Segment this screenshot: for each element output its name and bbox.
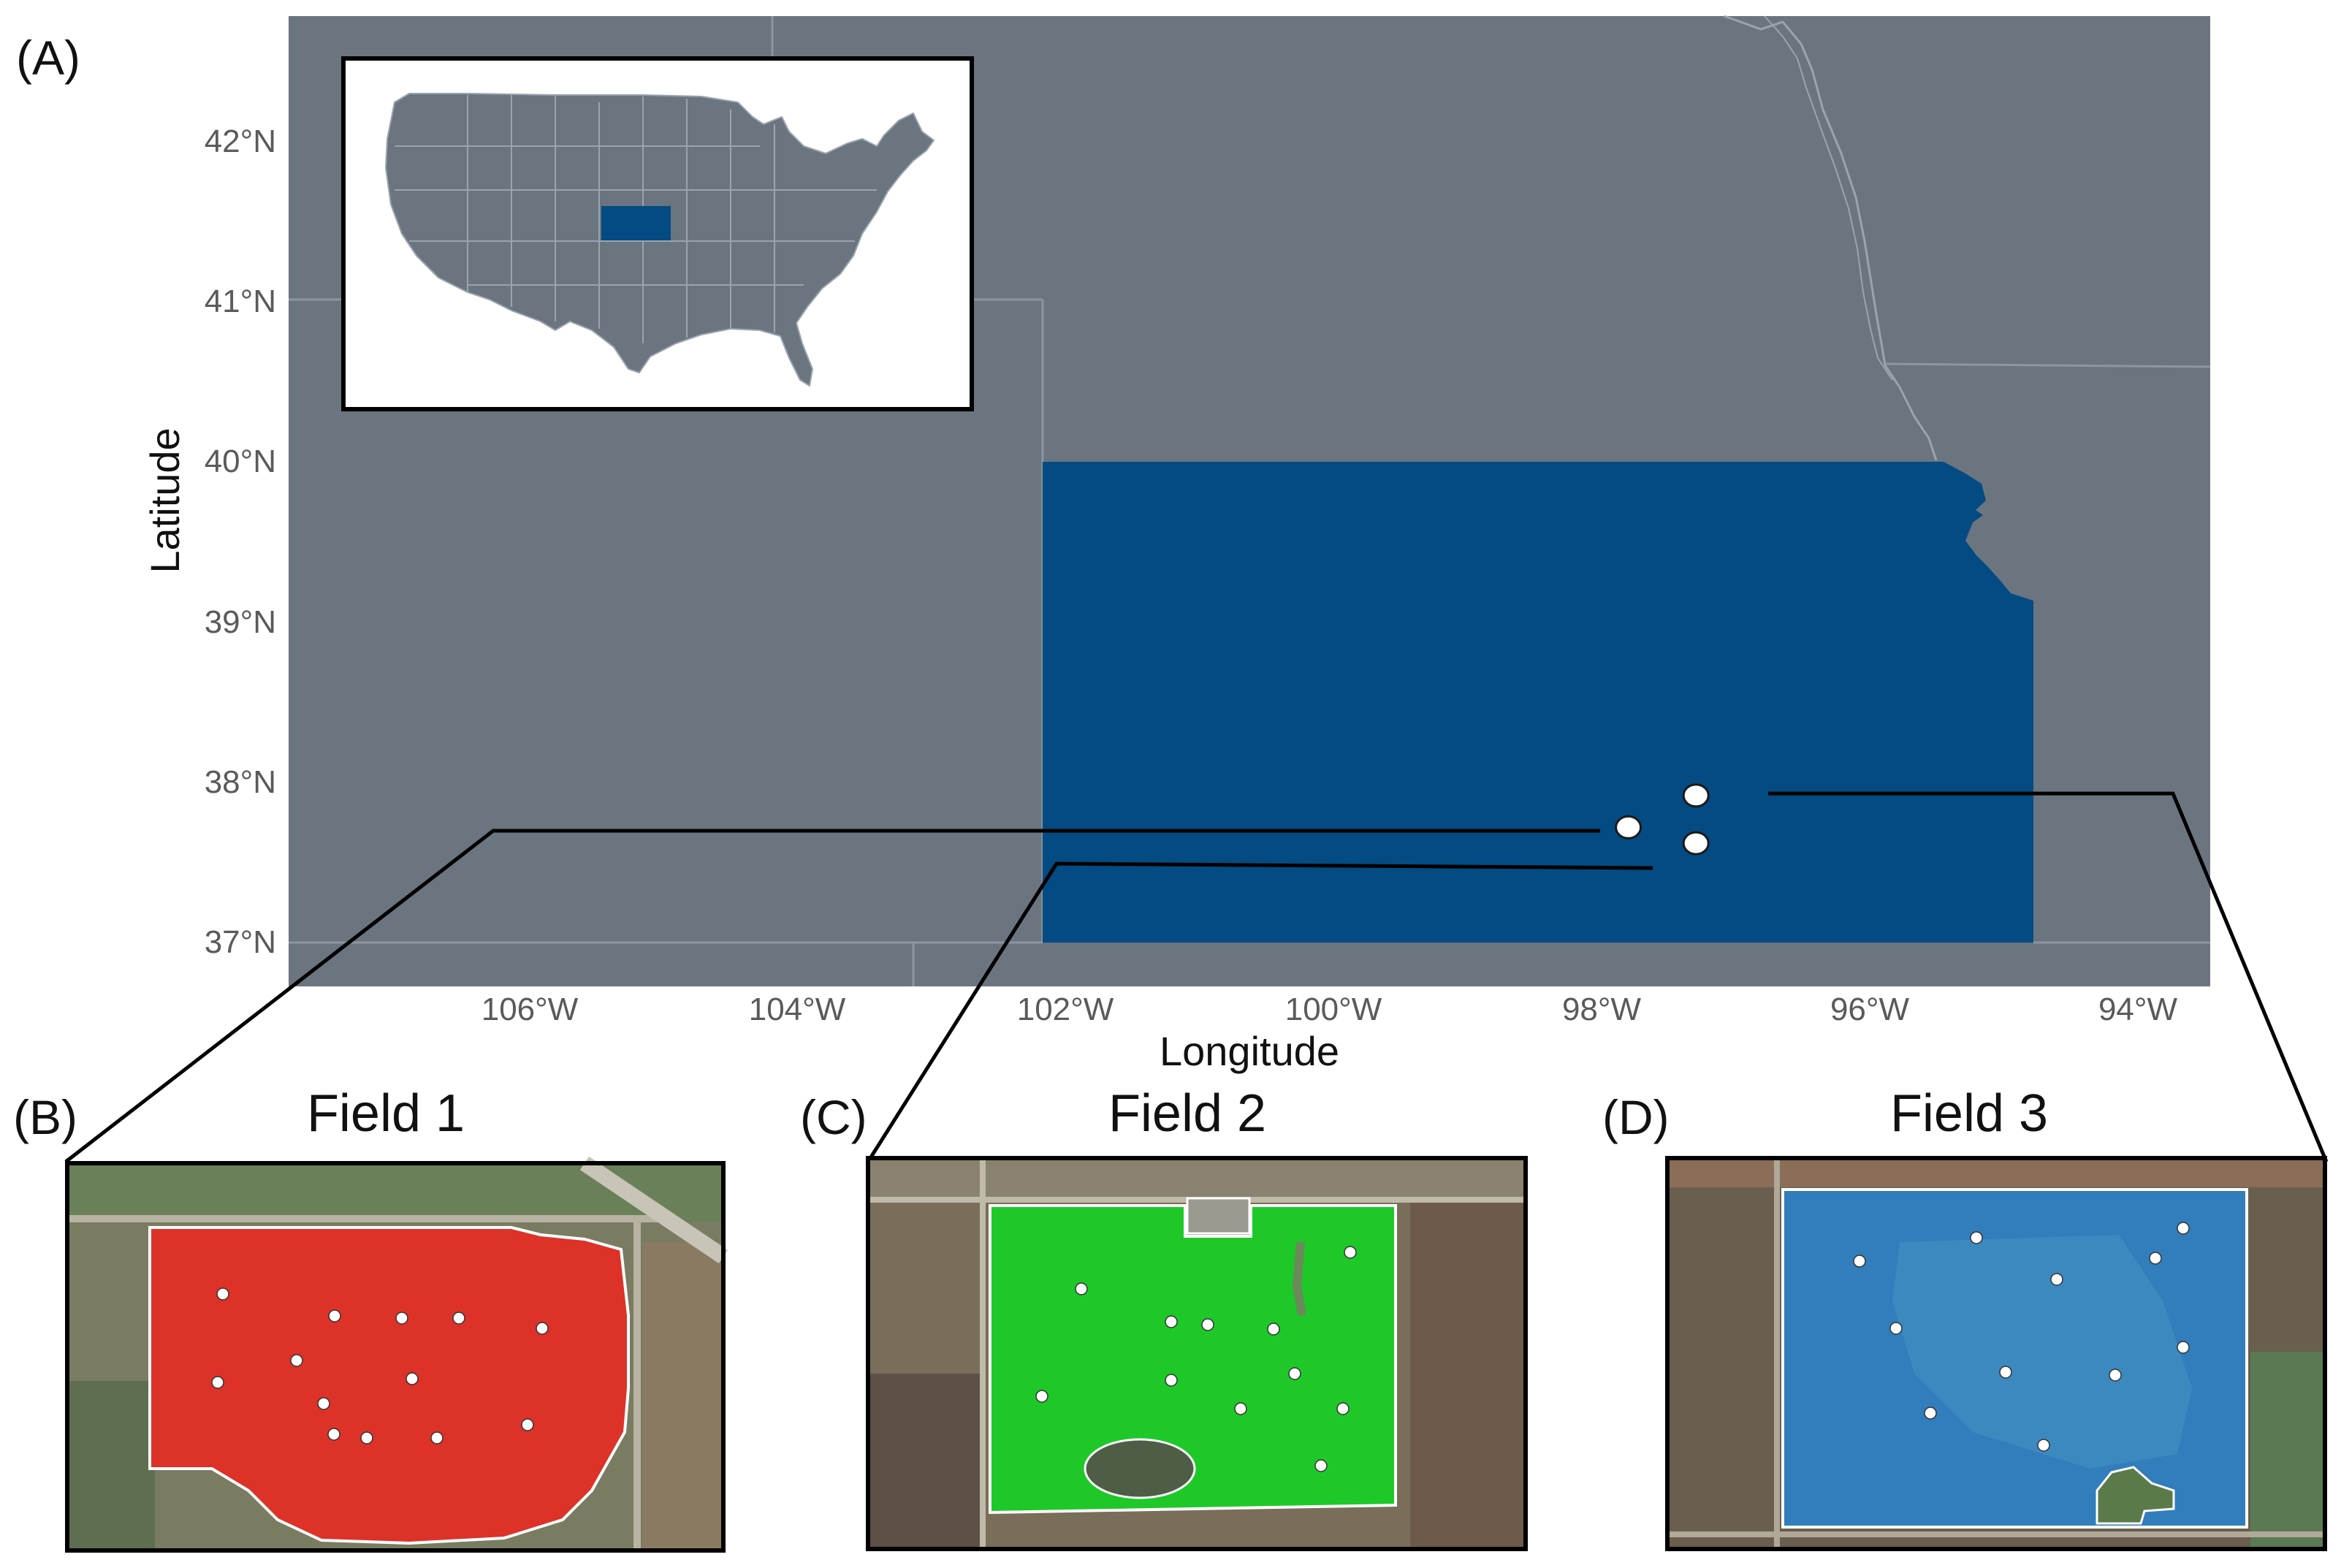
field3-panel: (D) Field 3 <box>1602 1084 2327 1551</box>
field1-boundary <box>148 1226 630 1545</box>
panel-label-c: (C) <box>800 1090 867 1144</box>
sample-point <box>1075 1282 1088 1295</box>
site-marker <box>1682 783 1710 808</box>
sample-point <box>395 1312 408 1325</box>
leader-line-field2 <box>866 861 1653 1163</box>
sample-point <box>1201 1318 1214 1331</box>
field1-highway <box>579 1156 728 1264</box>
field2-sample-points <box>1035 1246 1357 1472</box>
sample-point <box>521 1418 534 1431</box>
field3-farmstead <box>2096 1466 2175 1525</box>
sample-point <box>1999 1366 2012 1379</box>
field3-title: Field 3 <box>1890 1084 2048 1143</box>
sample-point <box>2037 1439 2050 1452</box>
inset-us-map <box>341 56 974 411</box>
field3-terrain <box>1667 1158 2325 1187</box>
lon-tick-label: 102°W <box>1017 992 1114 1027</box>
site-marker <box>1615 815 1642 840</box>
x-axis-title: Longitude <box>1160 1028 1339 1074</box>
sample-point <box>1970 1231 1983 1244</box>
sample-point <box>536 1322 549 1335</box>
sample-point <box>406 1372 419 1385</box>
missouri-river <box>1724 15 1938 461</box>
lon-tick-label: 100°W <box>1285 992 1382 1027</box>
site-marker <box>1682 831 1710 856</box>
field1-terrain <box>643 1242 723 1550</box>
leader-lines <box>64 791 2329 1163</box>
lat-tick-label: 37°N <box>205 924 276 960</box>
sample-point <box>1889 1322 1903 1335</box>
sample-point <box>328 1309 341 1322</box>
panel-label-b: (B) <box>13 1090 77 1144</box>
field2-title: Field 2 <box>1108 1084 1266 1143</box>
sample-point <box>1853 1255 1866 1268</box>
sample-point <box>360 1431 373 1445</box>
sample-point <box>2149 1252 2162 1265</box>
lat-tick-label: 42°N <box>205 123 276 159</box>
sample-point <box>1165 1315 1178 1328</box>
panel-label-d: (D) <box>1602 1090 1670 1144</box>
field3-terrain <box>2250 1352 2325 1549</box>
field2-pond <box>1084 1438 1196 1499</box>
field1-sample-points <box>211 1287 549 1445</box>
inset-state-borders <box>395 95 877 343</box>
field2-farmstead <box>1186 1197 1251 1235</box>
field2-terrain <box>868 1158 1526 1202</box>
field3-soil-pattern <box>1892 1235 2192 1469</box>
latitude-ticks: 42°N 41°N 40°N 39°N 38°N 37°N <box>205 123 276 960</box>
field1-title: Field 1 <box>307 1084 465 1143</box>
sample-point <box>1267 1322 1280 1336</box>
lat-tick-label: 41°N <box>205 283 276 319</box>
longitude-ticks: 106°W 104°W 102°W 100°W 98°W 96°W 94°W <box>481 992 2178 1027</box>
lat-tick-label: 40°N <box>205 444 276 479</box>
y-axis-title: Latitude <box>142 427 188 573</box>
site-markers <box>1615 783 1710 856</box>
sample-point <box>452 1312 465 1325</box>
sample-point <box>1344 1246 1357 1259</box>
river-bank <box>1764 15 1893 381</box>
sample-point <box>1314 1459 1328 1472</box>
sample-point <box>1288 1367 1301 1380</box>
sample-point <box>1035 1390 1048 1403</box>
sample-point <box>2177 1222 2190 1235</box>
sample-point <box>1336 1402 1350 1415</box>
sample-point <box>1165 1374 1178 1387</box>
sample-point <box>1924 1407 1937 1420</box>
sample-point <box>211 1376 224 1389</box>
sample-point <box>2050 1273 2063 1286</box>
field1-terrain <box>67 1381 155 1550</box>
field2-terrain <box>1410 1198 1526 1549</box>
lat-tick-label: 39°N <box>205 604 276 640</box>
field2-panel: (C) Field 2 <box>800 1084 1528 1551</box>
sample-point <box>290 1354 303 1367</box>
field3-frame <box>1665 1156 2327 1551</box>
sample-point <box>430 1431 444 1445</box>
sample-point <box>2109 1369 2122 1382</box>
leader-line-field3 <box>1768 791 2329 1162</box>
leader-line-field1 <box>64 829 1600 1163</box>
lon-tick-label: 96°W <box>1830 992 1910 1027</box>
lon-tick-label: 98°W <box>1562 992 1642 1027</box>
kansas-state <box>1043 462 2033 943</box>
field1-frame <box>65 1161 726 1553</box>
sample-point <box>1234 1402 1247 1415</box>
field2-terrain <box>868 1374 985 1549</box>
sample-point <box>2177 1341 2190 1354</box>
field2-frame <box>866 1156 1528 1551</box>
lon-tick-label: 106°W <box>481 992 579 1027</box>
sample-point <box>216 1287 229 1301</box>
lon-tick-label: 94°W <box>2098 992 2178 1027</box>
sample-point <box>317 1397 330 1410</box>
sample-point <box>327 1428 340 1441</box>
map-panel: 42°N 41°N 40°N 39°N 38°N 37°N 106°W 104°… <box>16 15 2329 1163</box>
inset-kansas <box>601 206 671 240</box>
field3-sample-points <box>1853 1222 2190 1452</box>
panel-label-a: (A) <box>16 31 80 85</box>
field2-waterway <box>1292 1241 1306 1317</box>
lon-tick-label: 104°W <box>749 992 846 1027</box>
field3-boundary <box>1781 1188 2248 1529</box>
lat-tick-label: 38°N <box>205 764 276 800</box>
field1-panel: (B) Field 1 <box>13 1084 728 1553</box>
